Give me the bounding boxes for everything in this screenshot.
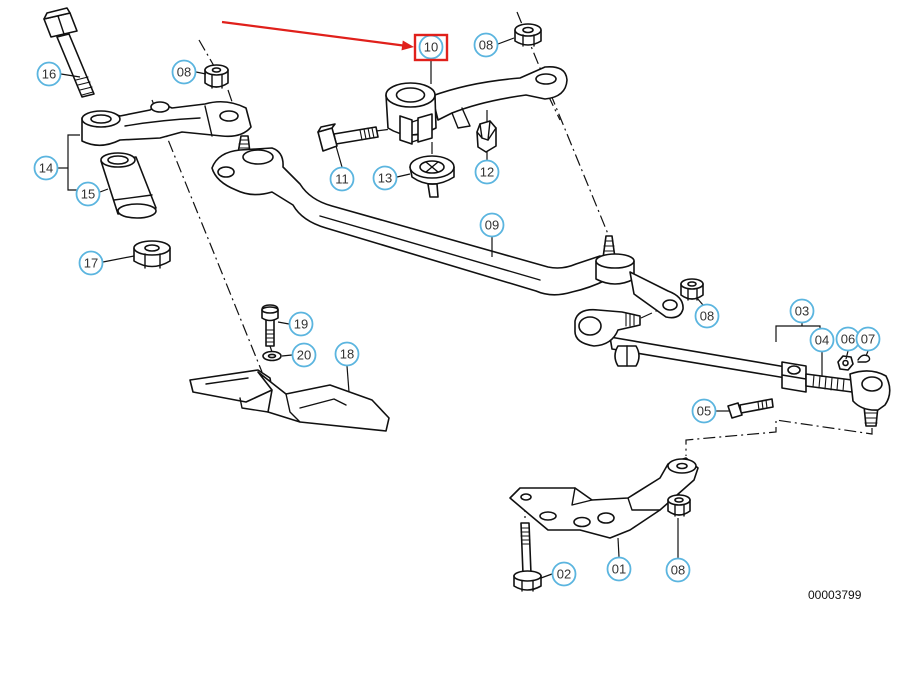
castle-nut-06 bbox=[837, 355, 854, 371]
callout-label: 08 bbox=[671, 563, 685, 578]
callout-label: 18 bbox=[340, 347, 354, 362]
callout-11: 11 bbox=[329, 166, 355, 192]
callout-02: 02 bbox=[551, 561, 577, 587]
callout-label: 19 bbox=[294, 317, 308, 332]
highlight-annotation bbox=[221, 20, 449, 62]
callout-label: 12 bbox=[480, 165, 494, 180]
nut-08-right bbox=[680, 278, 704, 301]
callout-03: 03 bbox=[789, 298, 815, 324]
tie-rod-end-04 bbox=[805, 370, 891, 427]
leader-lines bbox=[58, 37, 869, 579]
callout-label: 15 bbox=[81, 187, 95, 202]
nut-08-top-left bbox=[204, 64, 229, 89]
callout-10: 10 bbox=[418, 34, 444, 60]
callout-label: 06 bbox=[841, 332, 855, 347]
bolt-02 bbox=[513, 522, 542, 592]
callout-label: 08 bbox=[700, 309, 714, 324]
cotter-pin-07 bbox=[857, 354, 871, 363]
callout-08-right: 08 bbox=[694, 303, 720, 329]
callout-label: 11 bbox=[335, 172, 349, 187]
callout-05: 05 bbox=[691, 398, 717, 424]
bolt-19 bbox=[261, 304, 279, 347]
bolt-16 bbox=[43, 7, 95, 98]
callout-19: 19 bbox=[288, 311, 314, 337]
bushing-15 bbox=[100, 152, 157, 219]
idler-bracket-01 bbox=[509, 457, 699, 539]
callout-07: 07 bbox=[855, 326, 881, 352]
mounting-bracket-18 bbox=[189, 369, 390, 432]
callout-09: 09 bbox=[479, 212, 505, 238]
callout-label: 08 bbox=[479, 38, 493, 53]
callout-08-top-left: 08 bbox=[171, 59, 197, 85]
callout-17: 17 bbox=[78, 250, 104, 276]
center-link-09 bbox=[211, 135, 684, 319]
washer-20 bbox=[262, 350, 282, 362]
callout-label: 04 bbox=[815, 333, 829, 348]
highlight-arrow bbox=[221, 20, 404, 47]
nut-08-bottom bbox=[667, 494, 691, 517]
tie-rod bbox=[574, 308, 787, 379]
adjusting-clamp-04 bbox=[781, 361, 807, 393]
callout-label: 16 bbox=[42, 67, 56, 82]
callout-label: 20 bbox=[297, 348, 311, 363]
callout-01: 01 bbox=[606, 556, 632, 582]
bolt-05 bbox=[727, 398, 774, 419]
callout-15: 15 bbox=[75, 181, 101, 207]
callout-12: 12 bbox=[474, 159, 500, 185]
bolt-11 bbox=[317, 123, 379, 152]
callout-label: 08 bbox=[177, 65, 191, 80]
callout-14: 14 bbox=[33, 155, 59, 181]
nut-12 bbox=[476, 120, 497, 153]
callout-label: 10 bbox=[424, 40, 438, 55]
arrowhead-icon bbox=[401, 40, 414, 51]
nut-08-top-right bbox=[514, 23, 542, 47]
callout-label: 14 bbox=[39, 161, 53, 176]
callout-label: 02 bbox=[557, 567, 571, 582]
highlight-box bbox=[413, 33, 449, 62]
callout-16: 16 bbox=[36, 61, 62, 87]
nut-17 bbox=[133, 240, 171, 269]
callout-20: 20 bbox=[291, 342, 317, 368]
callout-label: 09 bbox=[485, 218, 499, 233]
callout-label: 13 bbox=[378, 171, 392, 186]
callout-13: 13 bbox=[372, 165, 398, 191]
callout-label: 17 bbox=[84, 256, 98, 271]
callout-label: 03 bbox=[795, 304, 809, 319]
callout-label: 05 bbox=[697, 404, 711, 419]
drawing-number: 00003799 bbox=[808, 588, 862, 602]
callout-label: 01 bbox=[612, 562, 626, 577]
lock-plate-13 bbox=[409, 155, 455, 198]
callout-08-top-right: 08 bbox=[473, 32, 499, 58]
callout-04: 04 bbox=[809, 327, 835, 353]
pitman-arm-10 bbox=[385, 65, 568, 145]
callout-08-bottom: 08 bbox=[665, 557, 691, 583]
idler-arm bbox=[81, 100, 252, 147]
callout-label: 07 bbox=[861, 332, 875, 347]
callout-18: 18 bbox=[334, 341, 360, 367]
